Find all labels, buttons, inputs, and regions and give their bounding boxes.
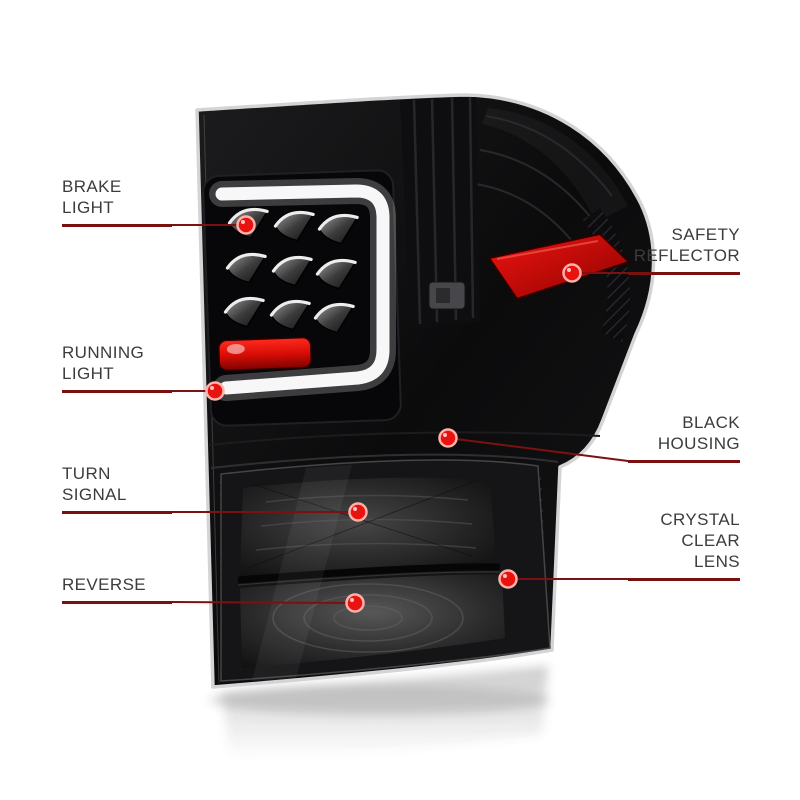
marker-turn-signal [348,502,368,522]
callout-line: REFLECTOR [633,246,740,265]
callout-line: HOUSING [657,434,740,453]
led-light-bar [215,184,390,395]
red-reflector-strip [218,336,312,372]
marker-black-housing [438,428,458,448]
callout-black-housing: BLACK HOUSING [628,412,740,463]
leader-lines [171,224,629,604]
callout-crystal-clear-lens: CRYSTAL CLEAR LENS [628,509,740,581]
callout-line: BLACK [682,413,740,432]
safety-reflector [487,232,631,301]
callout-line: LIGHT [62,198,115,217]
callout-brake-light: BRAKE LIGHT [62,176,172,227]
callout-reverse: REVERSE [62,574,172,604]
leader-black-housing [447,437,629,462]
markers [205,215,582,613]
reverse-lens [240,574,505,668]
callout-running-light: RUNNING LIGHT [62,342,172,393]
callout-line: CLEAR [681,531,740,550]
marker-running-light [205,381,225,401]
floor-reflection [210,666,550,760]
callout-safety-reflector: SAFETY REFLECTOR [628,224,740,275]
callout-line: RUNNING [62,343,145,362]
callout-line: LENS [693,552,740,571]
callout-underline [628,578,740,581]
callout-turn-signal: TURN SIGNAL [62,463,172,514]
callout-line: REVERSE [62,575,147,594]
callout-underline [62,511,172,514]
callout-line: SAFETY [671,225,740,244]
callout-line: TURN [62,464,111,483]
callout-underline [62,601,172,604]
callout-underline [628,272,740,275]
callout-line: CRYSTAL [660,510,740,529]
callout-line: SIGNAL [62,485,127,504]
callout-underline [628,460,740,463]
crystal-clear-lens-section [220,459,551,682]
callout-underline [62,390,172,393]
marker-safety-reflector [562,263,582,283]
brake-light-module [202,169,402,427]
marker-reverse [345,593,365,613]
callout-line: BRAKE [62,177,122,196]
marker-crystal-clear-lens [498,569,518,589]
taillight-art [195,93,656,689]
callout-underline [62,224,172,227]
marker-brake-light [236,215,256,235]
callout-line: LIGHT [62,364,115,383]
leader-reverse [171,601,356,604]
